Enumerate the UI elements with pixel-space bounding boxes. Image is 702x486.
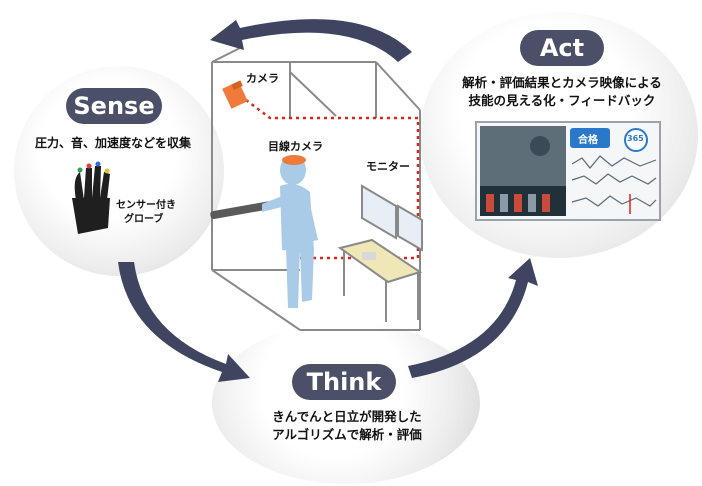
camera-label: カメラ	[246, 72, 279, 85]
dashboard-screen	[475, 121, 661, 221]
glove-label-1: センサー付き	[116, 200, 176, 211]
score-text: 365	[627, 134, 644, 143]
pass-badge-text: 合格	[578, 135, 598, 146]
pipe	[210, 200, 274, 220]
worker-figure	[262, 155, 318, 308]
score-gauge	[624, 128, 648, 152]
sense-title: Sense	[66, 88, 162, 124]
monitor-label: モニター	[366, 160, 410, 173]
sense-description: 圧力、音、加速度などを収集	[34, 136, 191, 150]
ceiling-camera-icon	[222, 80, 248, 109]
act-title: Act	[520, 30, 604, 66]
cycle-arrows	[118, 19, 538, 382]
desk	[337, 238, 423, 322]
arrow-act-to-sense	[210, 19, 412, 62]
glove-label-2: グローブ	[124, 214, 164, 225]
eye-camera-label: 目線カメラ	[268, 140, 323, 153]
eye-camera-icon	[282, 155, 306, 165]
think-description-line-1: きんでんと日立が開発した	[272, 409, 422, 424]
think-title: Think	[292, 364, 396, 400]
pass-badge	[570, 128, 610, 148]
arrow-sense-to-think	[118, 262, 250, 382]
sensor-glove-icon	[72, 161, 110, 234]
act-description-line-1: 解析・評価結果とカメラ映像による	[462, 75, 662, 90]
think-bubble	[212, 322, 480, 484]
act-description-line-2: 技能の見える化・フィードバック	[468, 93, 656, 108]
arrow-think-to-act	[408, 258, 538, 378]
monitor-icon	[361, 184, 423, 252]
think-description-line-2: アルゴリズムで解析・評価	[272, 427, 422, 442]
